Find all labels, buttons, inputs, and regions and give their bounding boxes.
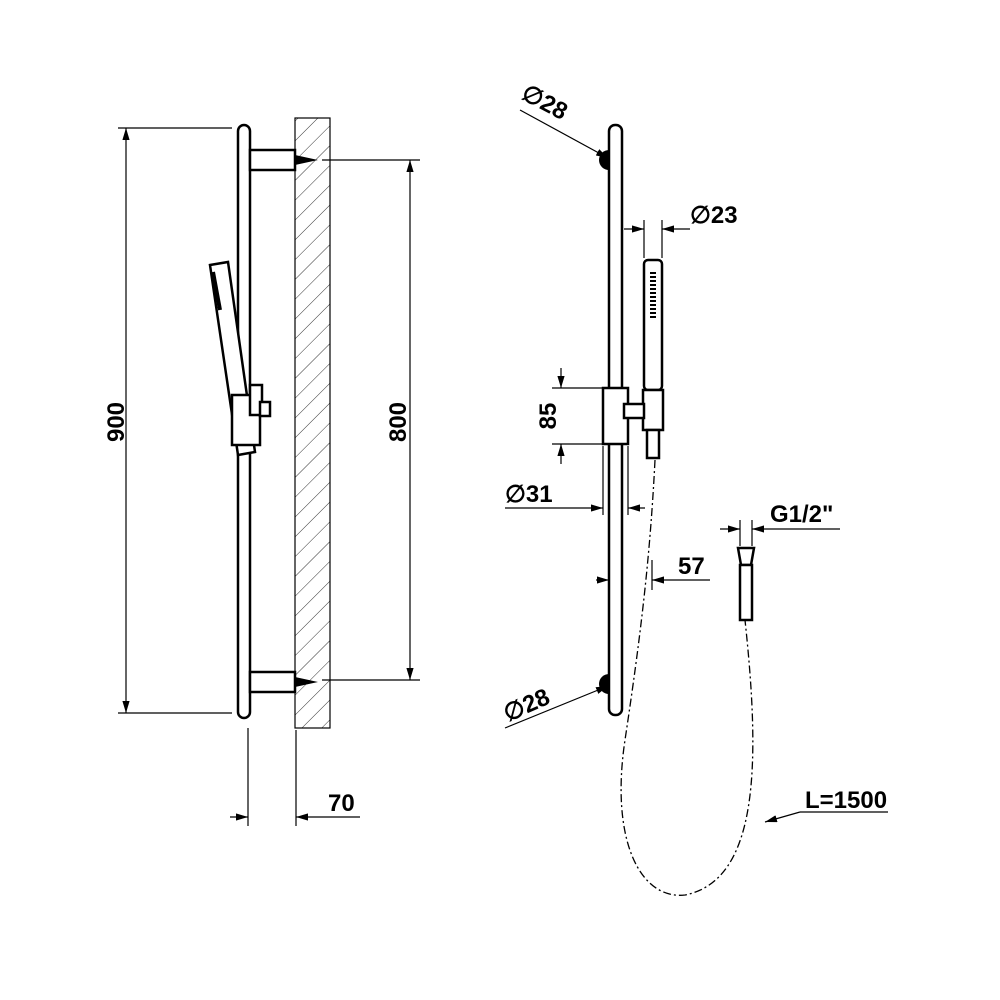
holder-projection-label: 57 — [678, 553, 705, 580]
wall-section — [294, 117, 331, 729]
dimension-thread: G1/2" — [720, 501, 840, 546]
holder-height-label: 85 — [535, 403, 562, 430]
handshower-front — [601, 258, 665, 460]
dimension-top-knob: ∅28 — [517, 79, 609, 159]
hose-length-label: L=1500 — [805, 787, 887, 814]
top-knob-diameter-label: ∅28 — [517, 79, 572, 125]
top-knob — [599, 150, 609, 170]
dimension-handshower: ∅23 — [624, 202, 738, 258]
front-view: ∅28 ∅23 85 ∅31 — [499, 79, 888, 896]
handshower-diameter-label: ∅23 — [690, 202, 738, 229]
dimension-holder-projection: 57 — [596, 553, 710, 590]
dimension-900: 900 — [103, 127, 232, 714]
connection-thread-label: G1/2" — [770, 501, 833, 528]
bottom-bracket — [248, 670, 318, 694]
top-bracket — [248, 148, 318, 172]
dimension-hose-length: L=1500 — [764, 787, 888, 823]
side-view: 900 800 70 — [103, 117, 420, 826]
dimension-70: 70 — [230, 728, 360, 826]
dimension-holder-diameter: ∅31 — [505, 446, 645, 515]
bottom-knob — [599, 674, 609, 694]
hose — [620, 459, 754, 896]
hose-connector — [736, 546, 756, 622]
handshower-side — [208, 260, 272, 457]
bottom-knob-diameter-label: ∅28 — [499, 683, 553, 727]
wall-offset-label: 70 — [328, 790, 355, 817]
height-total-label: 900 — [103, 402, 130, 442]
fixing-distance-label: 800 — [385, 402, 412, 442]
dimension-800: 800 — [322, 159, 420, 681]
dimension-bottom-knob: ∅28 — [499, 683, 609, 729]
dimension-holder-height: 85 — [535, 368, 602, 464]
holder-diameter-label: ∅31 — [505, 481, 553, 508]
